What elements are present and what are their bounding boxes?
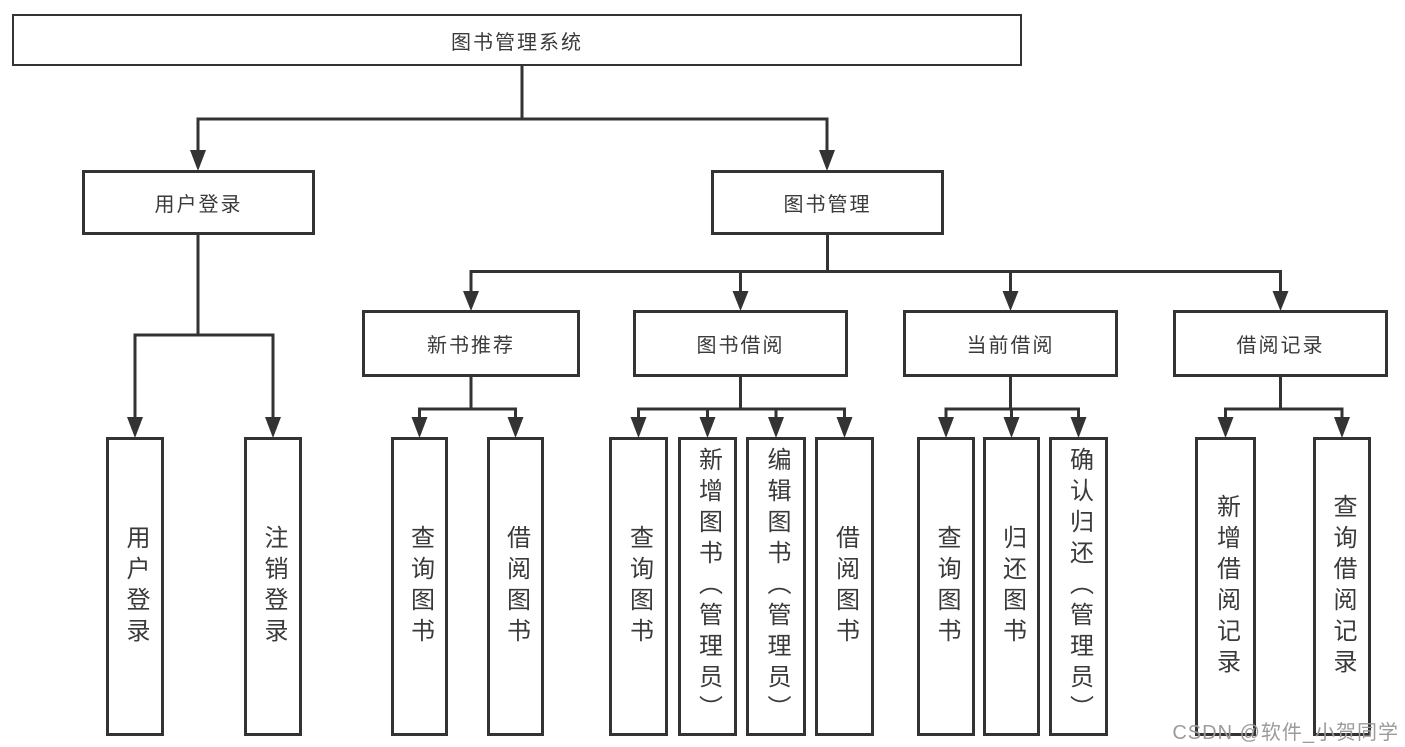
node-label: 注销登录 — [260, 524, 287, 649]
node-label: 借阅记录 — [1236, 335, 1325, 357]
arrowhead-icon — [411, 417, 428, 438]
node-label: 查询图书 — [406, 524, 434, 649]
node-label: 用户登录 — [154, 194, 243, 216]
connector-userlogin-to-leaves — [127, 233, 281, 438]
node-label: 图书管理 — [783, 194, 872, 216]
leaf-query-books-borrow: 查询图书 — [609, 437, 668, 736]
leaf-add-borrow-record: 新增借阅记录 — [1195, 437, 1256, 736]
arrowhead-icon — [938, 417, 954, 438]
node-book-management: 图书管理 — [711, 170, 944, 235]
node-label: 新增图书（管理员） — [694, 447, 722, 726]
node-label: 查询图书 — [933, 524, 960, 649]
connector-root-to-level2 — [190, 66, 835, 171]
leaf-confirm-return-admin: 确认归还（管理员） — [1049, 437, 1108, 736]
leaf-query-books-recommend: 查询图书 — [391, 437, 448, 736]
leaf-query-books-current: 查询图书 — [917, 437, 975, 736]
node-current-borrowing: 当前借阅 — [903, 310, 1118, 377]
arrowhead-icon — [768, 417, 784, 438]
connector-borrow-to-leaves — [630, 377, 853, 438]
node-label: 新书推荐 — [427, 335, 515, 357]
arrowhead-icon — [1334, 417, 1350, 438]
node-book-borrowing: 图书借阅 — [633, 310, 848, 377]
node-label: 确认归还（管理员） — [1065, 447, 1093, 726]
connector-current-to-leaves — [938, 377, 1087, 438]
arrowhead-icon — [1217, 417, 1234, 438]
node-label: 图书借阅 — [696, 335, 785, 357]
leaf-logout: 注销登录 — [244, 437, 302, 736]
arrowhead-icon — [732, 291, 749, 311]
leaf-return-books: 归还图书 — [983, 437, 1040, 736]
node-label: 查询图书 — [625, 524, 653, 649]
node-label: 图书管理系统 — [451, 31, 583, 54]
arrowhead-icon — [1272, 291, 1289, 311]
node-new-book-recommend: 新书推荐 — [362, 310, 580, 377]
watermark: CSDN @软件_小贺同学 — [1172, 722, 1399, 744]
node-borrow-records: 借阅记录 — [1173, 310, 1388, 377]
arrowhead-icon — [507, 417, 524, 438]
connector-newbook-to-leaves — [411, 377, 524, 438]
leaf-borrow-books: 借阅图书 — [815, 437, 874, 736]
arrowhead-icon — [1070, 417, 1087, 438]
leaf-add-books-admin: 新增图书（管理员） — [678, 437, 737, 736]
arrowhead-icon — [699, 417, 716, 438]
leaf-borrow-books-recommend: 借阅图书 — [487, 437, 544, 736]
connector-bookmgmt-to-level3 — [463, 235, 1289, 311]
arrowhead-icon — [836, 417, 853, 438]
node-user-login: 用户登录 — [82, 170, 315, 235]
node-label: 借阅图书 — [831, 524, 859, 649]
leaf-user-login: 用户登录 — [106, 437, 164, 736]
node-label: 当前借阅 — [966, 335, 1055, 357]
arrowhead-icon — [190, 150, 206, 171]
node-label: 归还图书 — [998, 524, 1026, 649]
arrowhead-icon — [1003, 417, 1020, 438]
connector-records-to-leaves — [1217, 377, 1350, 438]
node-label: 查询借阅记录 — [1329, 493, 1356, 680]
leaf-edit-books-admin: 编辑图书（管理员） — [746, 437, 806, 736]
arrowhead-icon — [127, 417, 143, 438]
arrowhead-icon — [463, 291, 479, 311]
node-library-management-system: 图书管理系统 — [12, 14, 1022, 66]
arrowhead-icon — [819, 150, 835, 171]
arrowhead-icon — [265, 417, 281, 438]
node-label: 编辑图书（管理员） — [763, 447, 790, 726]
arrowhead-icon — [630, 417, 647, 438]
node-label: 新增借阅记录 — [1212, 493, 1240, 680]
node-label: 用户登录 — [122, 524, 149, 649]
node-label: 借阅图书 — [502, 524, 530, 649]
leaf-query-borrow-record: 查询借阅记录 — [1313, 437, 1371, 736]
arrowhead-icon — [1002, 291, 1019, 311]
